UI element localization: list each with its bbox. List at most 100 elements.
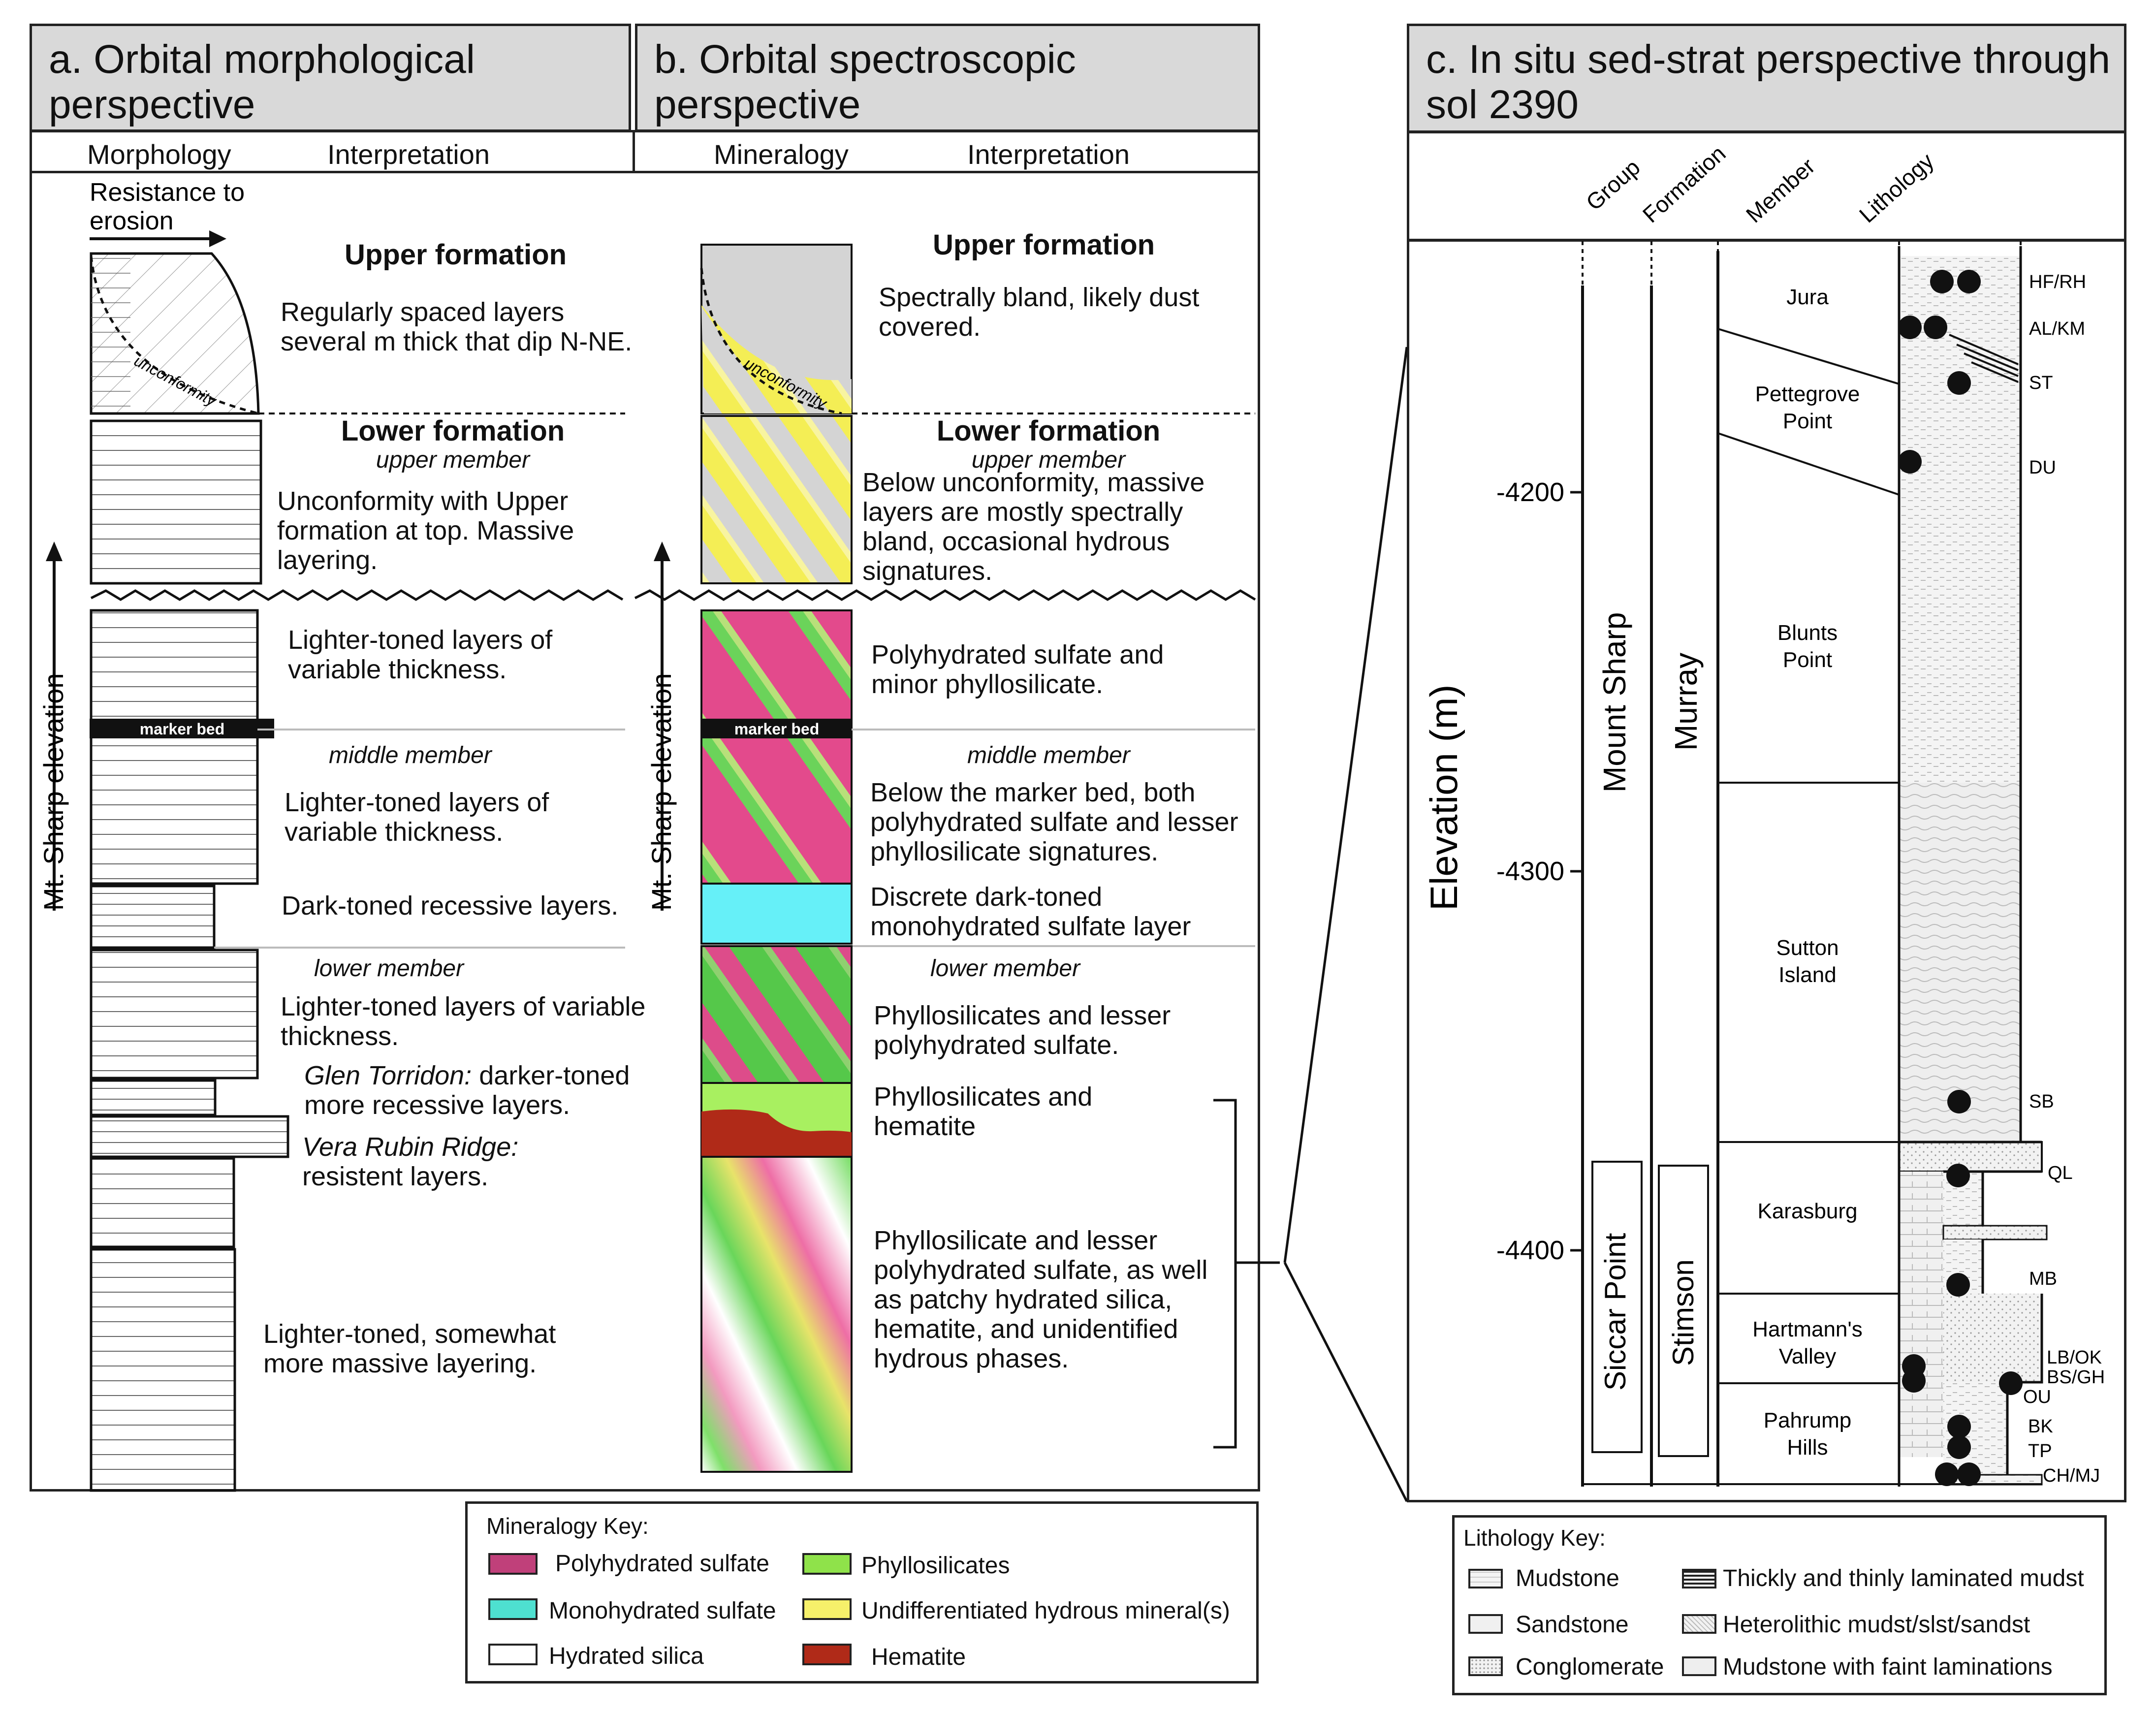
site-ou: OU [2023, 1387, 2051, 1407]
key-undifferentiated: Undifferentiated hydrous mineral(s) [861, 1598, 1230, 1624]
site-du: DU [2029, 457, 2056, 478]
member-blunts: Blunts [1777, 621, 1838, 645]
site-ql: QL [2048, 1163, 2073, 1183]
formation-murray: Murray [1668, 653, 1704, 751]
polyhydrated-text: Polyhydrated sulfate and minor phyllosil… [871, 640, 1164, 699]
lower-member-label-b: lower member [930, 955, 1080, 982]
connector-lower [1283, 1262, 1408, 1502]
tick-4300: -4300 [1496, 857, 1564, 886]
site-hf-rh: HF/RH [2029, 272, 2086, 292]
massive-layering-text: Lighter-toned, somewhat more massive lay… [263, 1319, 556, 1378]
glen-torridon-text: Glen Torridon: darker-toned more recessi… [304, 1061, 639, 1120]
panel-c-frame [1407, 239, 2126, 1502]
group-siccar-point: Siccar Point [1599, 1233, 1632, 1391]
lighter-toned-text-2: Lighter-toned layers of variable thickne… [285, 788, 549, 847]
member-jura: Jura [1786, 285, 1829, 309]
key-conglomerate: Conglomerate [1516, 1654, 1664, 1680]
upper-member-label-a: upper member [376, 447, 530, 473]
lower-upper-member-morph [90, 419, 262, 585]
interpretation-header-a: Interpretation [327, 139, 490, 170]
tick-4200: -4200 [1496, 477, 1564, 507]
massive-layering-morph [90, 1248, 236, 1492]
upper-member-text-b: Below unconformity, massive layers are m… [862, 468, 1205, 586]
marker-bed-label-b: marker bed [734, 720, 820, 738]
lith-sandstone [1899, 1172, 1943, 1457]
unconformity-line-a [90, 255, 259, 415]
key-laminated: Thickly and thinly laminated mudst [1723, 1565, 2084, 1591]
middle-member-morph [90, 609, 259, 885]
site-al-km: AL/KM [2029, 318, 2085, 339]
swatch-monohydrated [488, 1598, 538, 1620]
swatch-hematite [802, 1644, 852, 1665]
vera-rubin-ridge-text: Vera Rubin Ridge: resistent layers. [302, 1132, 558, 1191]
middle-member-text-b: Below the marker bed, both polyhydrated … [870, 778, 1238, 866]
lower-member-label-a: lower member [314, 955, 464, 982]
monohydrated-layer-min [700, 883, 853, 945]
marker-bed-label-a: marker bed [140, 720, 225, 738]
upper-member-label-b: upper member [971, 447, 1126, 473]
tick-4400: -4400 [1496, 1236, 1564, 1265]
site-st: ST [2029, 373, 2053, 393]
mineralogy-header: Mineralogy [714, 139, 849, 170]
key-phyllosilicates: Phyllosilicates [861, 1553, 1010, 1579]
swatch-phyllosilicates [802, 1553, 852, 1575]
key-mudstone: Mudstone [1516, 1565, 1619, 1591]
lith-conglomerate [1943, 1294, 2042, 1382]
phyllosilicate-text-2: Phyllosilicates and hematite [874, 1082, 1093, 1141]
lighter-toned-text-1: Lighter-toned layers of variable thickne… [288, 625, 553, 684]
lower-member-min [700, 945, 853, 1084]
vera-rubin-ridge-name: Vera Rubin Ridge: [302, 1132, 519, 1162]
panel-a-title-text: a. Orbital morphological perspective [49, 37, 475, 127]
lithology-key-title: Lithology Key: [1463, 1525, 1606, 1551]
bracket [1213, 1099, 1237, 1449]
lower-upper-member-min [700, 415, 853, 584]
swatch-hydrated-silica [488, 1644, 538, 1665]
key-monohydrated: Monohydrated sulfate [549, 1598, 776, 1624]
lith-mudstone-upper [1899, 256, 2021, 783]
glen-torridon-desc: darker-toned more recessive layers. [304, 1061, 630, 1120]
lith-faint-laminations [1899, 783, 2021, 1142]
upper-formation-morph [90, 252, 260, 415]
swatch-heterolithic [1682, 1614, 1716, 1634]
formation-stimson: Stimson [1667, 1259, 1700, 1366]
member-hartmanns: Hartmann's [1752, 1317, 1863, 1341]
member-pahrump: Pahrump [1764, 1408, 1852, 1432]
resistance-label-1: Resistance to [90, 178, 245, 207]
glen-torridon-name: Glen Torridon: [304, 1061, 472, 1090]
vera-rubin-ridge-desc: resistent layers. [302, 1162, 489, 1191]
lower-mixed-min [700, 1156, 853, 1473]
key-hydrated-silica: Hydrated silica [549, 1643, 704, 1669]
upper-formation-title-b: Upper formation [933, 229, 1155, 261]
group-mount-sharp: Mount Sharp [1597, 612, 1632, 793]
interpretation-header-b: Interpretation [967, 139, 1130, 170]
key-heterolithic: Heterolithic mudst/slst/sandst [1723, 1612, 2030, 1638]
unconformity-line-b [700, 268, 842, 415]
elevation-axis-a: Mt. Sharp elevation [38, 673, 69, 911]
col-group: Group [1581, 154, 1645, 215]
panel-c-title-text: c. In situ sed-strat perspective through… [1426, 37, 2111, 127]
member-hills: Hills [1787, 1435, 1828, 1460]
swatch-conglomerate [1468, 1656, 1503, 1676]
upper-member-text-a: Unconformity with Upper formation at top… [277, 486, 574, 575]
swatch-laminated [1682, 1569, 1716, 1588]
lower-member-morph [90, 949, 259, 1080]
member-sutton: Sutton [1776, 936, 1839, 960]
glen-torridon-morph [90, 1079, 217, 1116]
siccar-point-box [1591, 1161, 1643, 1453]
swatch-mudstone [1468, 1569, 1503, 1588]
swatch-faint-laminations [1682, 1656, 1716, 1676]
key-faint-laminations: Mudstone with faint laminations [1723, 1654, 2053, 1680]
elevation-axis-label: Elevation (m) [1422, 685, 1465, 911]
resistance-label-2: erosion [90, 207, 174, 235]
swatch-sandstone [1468, 1614, 1503, 1634]
phyllosilicate-text-3: Phyllosilicate and lesser polyhydrated s… [874, 1226, 1208, 1373]
member-karasburg: Karasburg [1757, 1199, 1857, 1223]
phyllosilicate-text-1: Phyllosilicates and lesser polyhydrated … [874, 1001, 1171, 1060]
panel-c-title: c. In situ sed-strat perspective through… [1407, 24, 2126, 133]
lower-formation-title-a: Lower formation [341, 415, 565, 447]
member-valley: Valley [1779, 1344, 1837, 1368]
mineralogy-key-title: Mineralogy Key: [486, 1513, 649, 1539]
lighter-toned-text-3: Lighter-toned layers of variable thickne… [281, 992, 646, 1051]
key-polyhydrated: Polyhydrated sulfate [555, 1551, 769, 1577]
